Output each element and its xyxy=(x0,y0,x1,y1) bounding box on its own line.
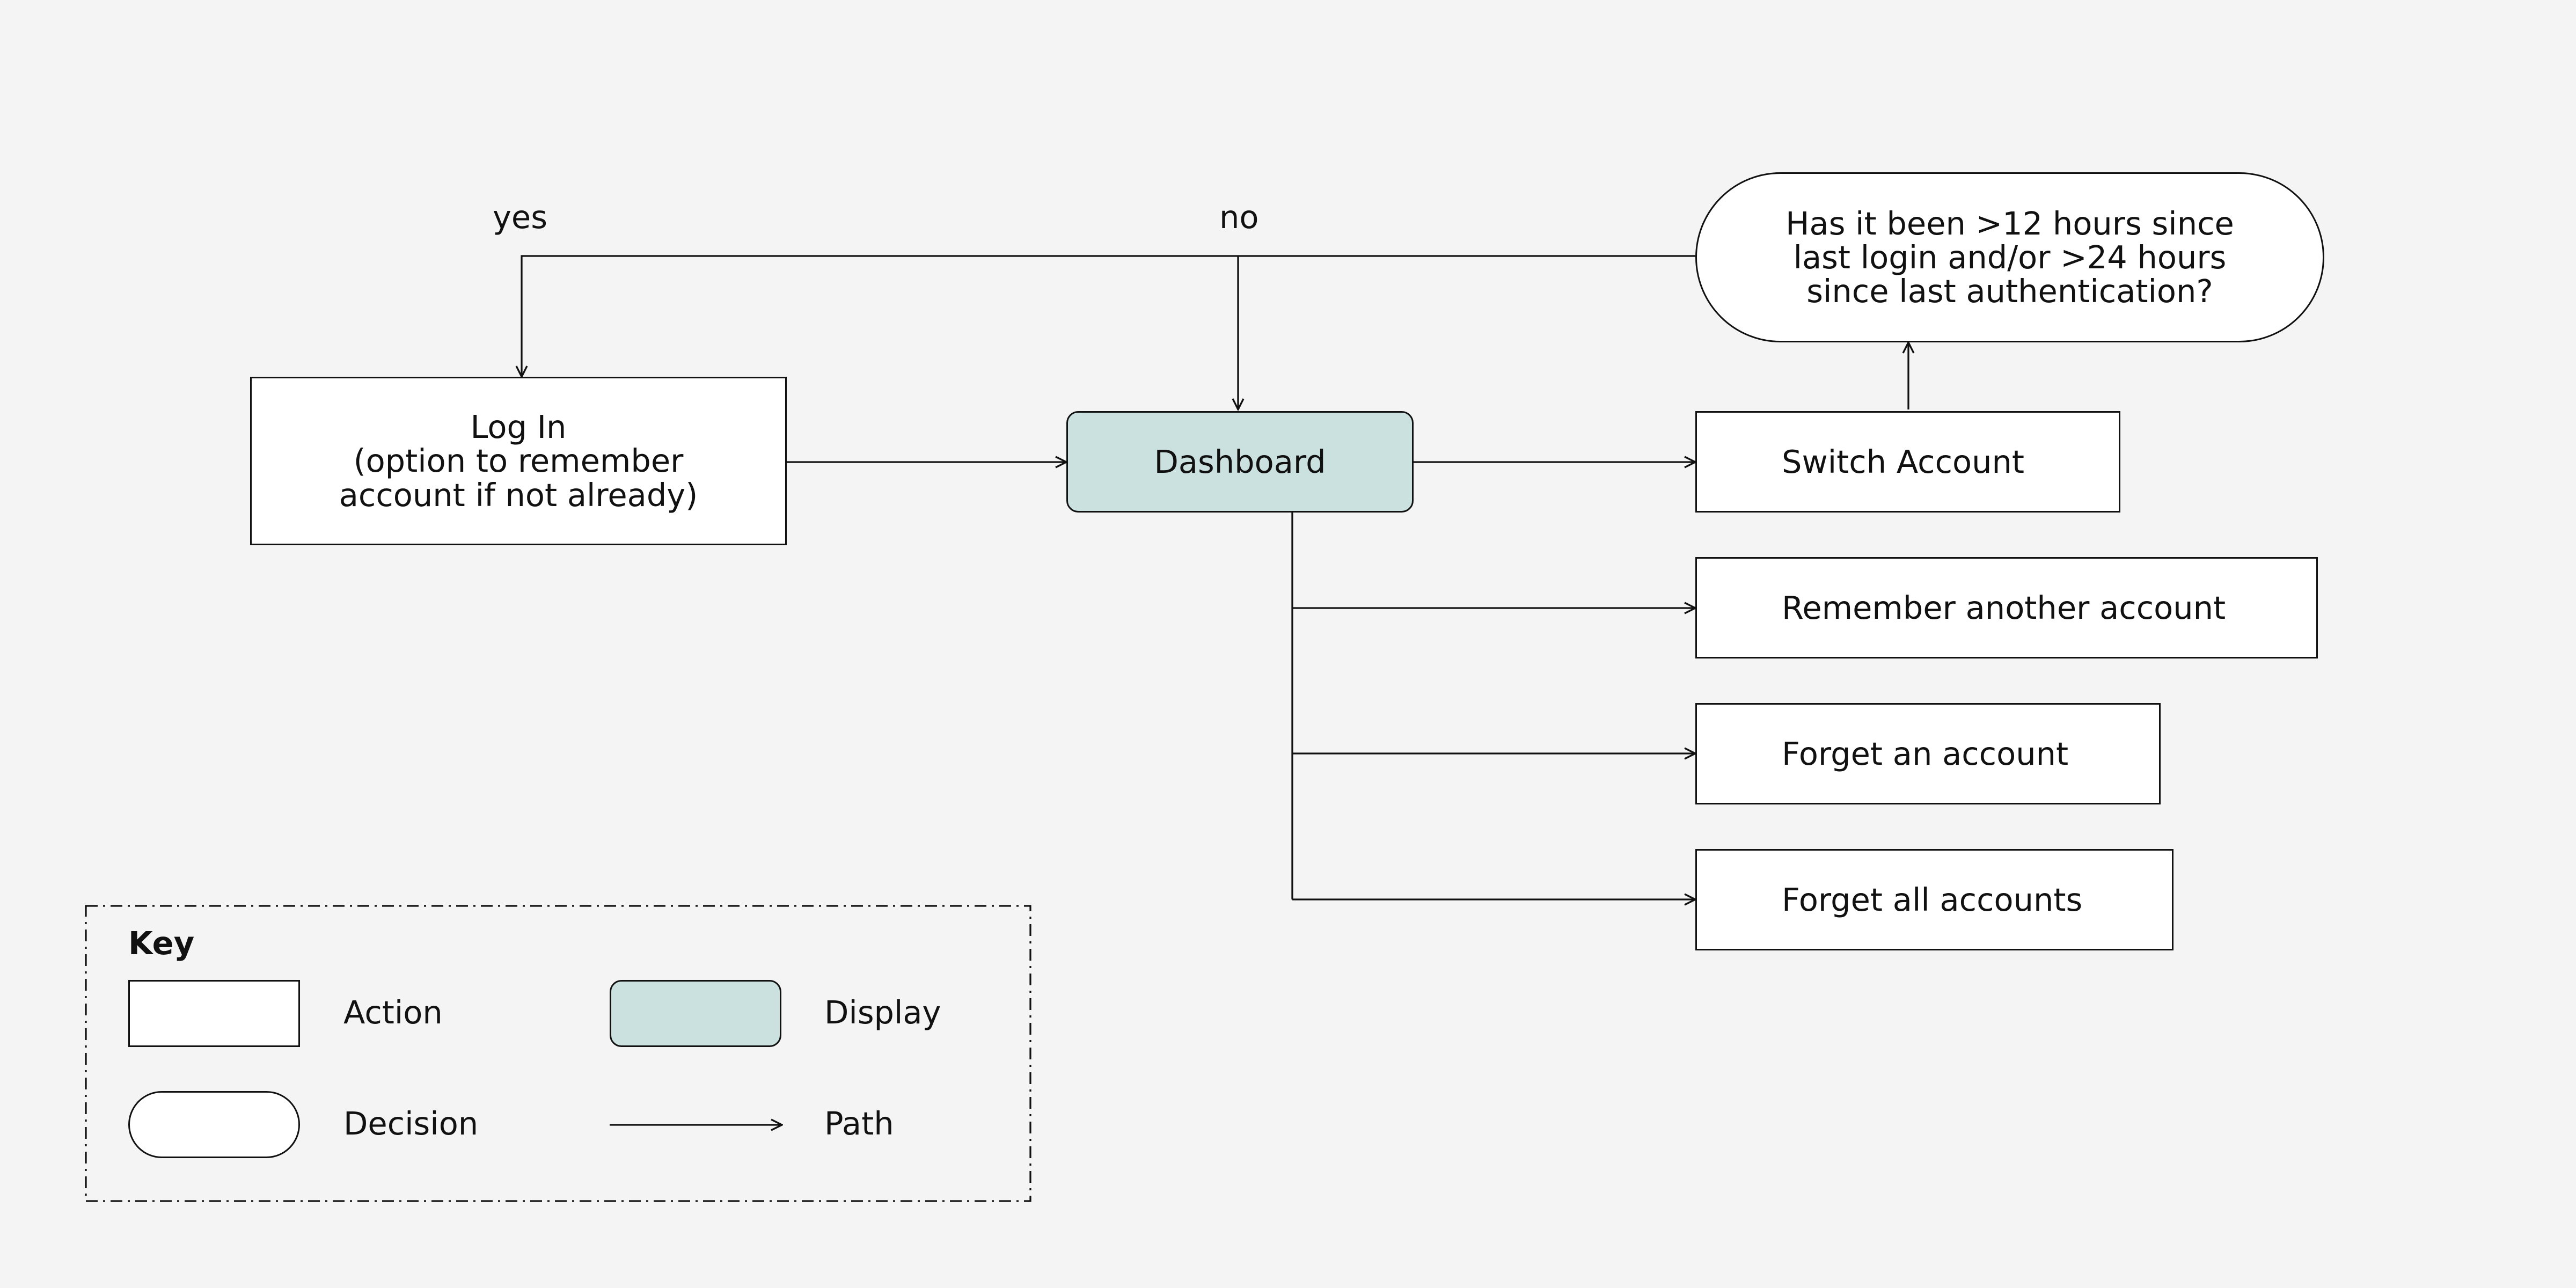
node-decision[interactable]: Has it been >12 hours since last login a… xyxy=(1695,172,2324,342)
node-forget-all[interactable]: Forget all accounts xyxy=(1695,849,2174,950)
legend-title: Key xyxy=(128,925,195,962)
legend-action-label: Action xyxy=(343,994,443,1031)
node-dashboard-label: Dashboard xyxy=(1154,443,1326,480)
edge-label-yes: yes xyxy=(493,199,547,236)
node-forget-one[interactable]: Forget an account xyxy=(1695,703,2161,804)
node-login[interactable]: Log In (option to remember account if no… xyxy=(250,377,787,545)
legend-decision-label: Decision xyxy=(343,1105,479,1142)
node-forget-one-label: Forget an account xyxy=(1782,735,2069,772)
legend-path-label: Path xyxy=(824,1105,894,1142)
edge-label-no: no xyxy=(1219,199,1259,236)
legend-display-swatch xyxy=(610,980,781,1047)
node-remember-another-label: Remember another account xyxy=(1782,589,2226,626)
node-switch-account-label: Switch Account xyxy=(1782,443,2025,480)
legend-decision-swatch xyxy=(128,1091,300,1158)
node-switch-account[interactable]: Switch Account xyxy=(1695,411,2120,513)
node-dashboard[interactable]: Dashboard xyxy=(1066,411,1414,513)
node-forget-all-label: Forget all accounts xyxy=(1782,881,2083,918)
legend-display-label: Display xyxy=(824,994,941,1031)
node-login-label: Log In (option to remember account if no… xyxy=(339,408,698,514)
node-remember-another[interactable]: Remember another account xyxy=(1695,557,2318,658)
legend-action-swatch xyxy=(128,980,300,1047)
legend-border xyxy=(85,905,1031,1202)
edge-decision-to-login xyxy=(522,255,1695,377)
node-decision-label: Has it been >12 hours since last login a… xyxy=(1785,204,2234,310)
